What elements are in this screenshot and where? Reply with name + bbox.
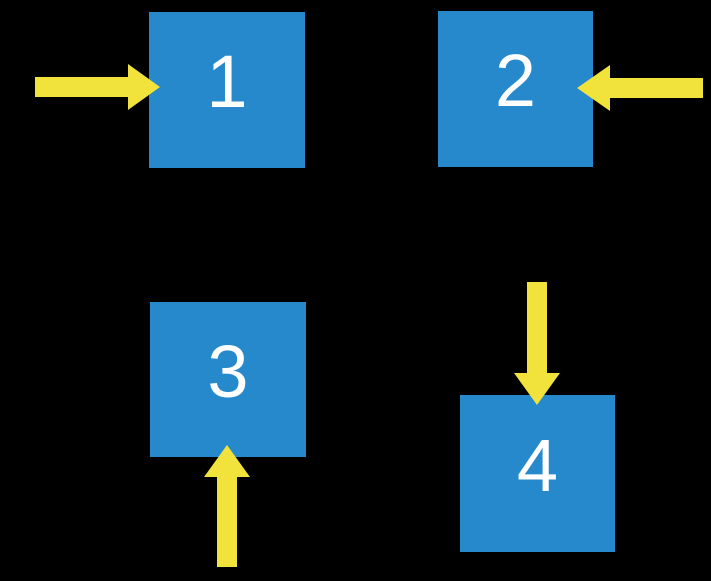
square-4: 4 [460,395,615,552]
square-4-label: 4 [516,423,559,507]
arrow-right-icon [35,63,160,111]
arrow-left-icon [577,64,703,112]
square-1: 1 [149,12,305,168]
arrow-down-icon [513,282,561,405]
square-2-label: 2 [494,39,537,122]
square-2: 2 [438,11,593,167]
square-1-label: 1 [206,40,248,123]
arrow-up-icon [203,445,251,567]
square-3: 3 [150,302,306,457]
square-3-label: 3 [207,329,249,413]
